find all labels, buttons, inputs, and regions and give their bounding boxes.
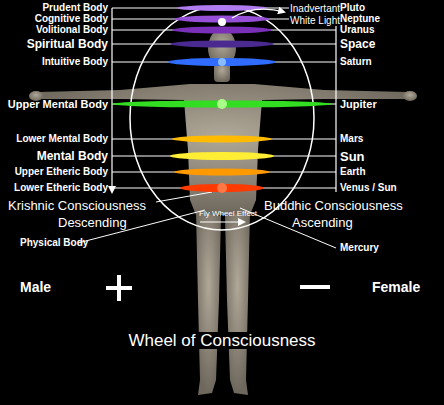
body-label: Volitional Body [36,25,108,35]
planet-label: Pluto [340,3,365,13]
energy-bands [112,5,332,193]
light-arrow [232,9,284,18]
caption: Wheel of Consciousness [127,332,316,349]
descending-arrow [111,8,112,192]
consciousness-label: Buddhic Consciousness [264,199,403,212]
planet-label: Uranus [340,25,374,35]
polarity-symbols [106,275,330,301]
flywheel-arrow [200,222,244,223]
planet-label: Jupiter [340,99,377,110]
planet-label: Mars [340,134,363,144]
body-label: Lower Mental Body [16,134,108,144]
leader-lines [78,8,336,248]
body-label: Spiritual Body [27,38,108,50]
body-label: Upper Mental Body [8,99,108,110]
polarity-label: Female [372,280,420,294]
planet-label: Neptune [340,14,380,24]
planet-label: Mercury [340,243,379,253]
wheel-outline [130,6,314,230]
body-label: Physical Body [20,238,88,248]
planet-label: Venus / Sun [340,183,397,193]
body-label: Upper Etheric Body [15,167,108,177]
body-label: Lower Etheric Body [14,183,108,193]
human-figure [29,29,417,395]
body-label: Cognitive Body [35,14,108,24]
polarity-label: Male [20,280,51,294]
planet-label: Sun [340,150,365,163]
ascending-arrow [335,8,336,192]
planet-label: Space [340,38,375,50]
text-label: Descending [58,216,127,229]
planet-label: Earth [340,167,366,177]
consciousness-label: Krishnic Consciousness [8,199,146,212]
text-label: Fly Wheel Effect [199,210,257,218]
text-label: Ascending [292,216,353,229]
body-label: Mental Body [37,150,108,162]
body-label: Intuitive Body [42,57,108,67]
planet-label: Saturn [340,57,372,67]
body-label: Prudent Body [42,3,108,13]
